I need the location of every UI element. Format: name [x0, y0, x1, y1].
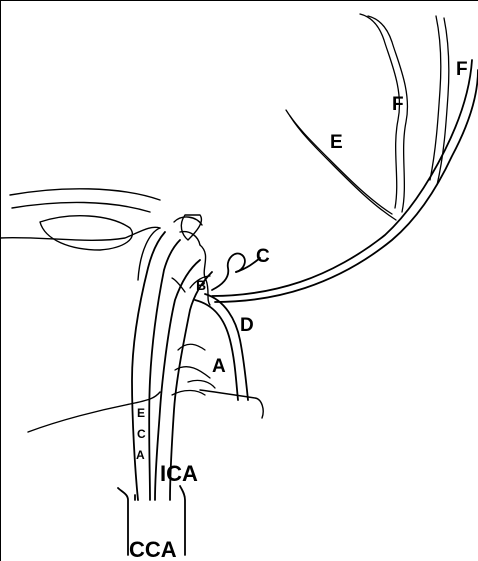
label-c-branch: C: [256, 246, 270, 267]
label-d-branch: D: [240, 315, 254, 336]
label-f-branch-right: F: [456, 59, 468, 80]
label-e-branch: E: [330, 132, 343, 153]
label-ica-c: C: [137, 427, 146, 441]
labels: CCA ICA A B C D E F F E C A: [129, 59, 468, 561]
skull-outline: [0, 189, 210, 305]
label-ica-a: A: [136, 448, 145, 462]
mandible-outline: [28, 390, 263, 432]
label-b-branch: B: [196, 277, 206, 293]
label-ica: ICA: [160, 461, 198, 486]
label-cca: CCA: [129, 537, 177, 561]
label-ica-e: E: [137, 406, 145, 420]
label-f-branch-left: F: [392, 94, 404, 115]
label-a-branch: A: [212, 356, 226, 377]
